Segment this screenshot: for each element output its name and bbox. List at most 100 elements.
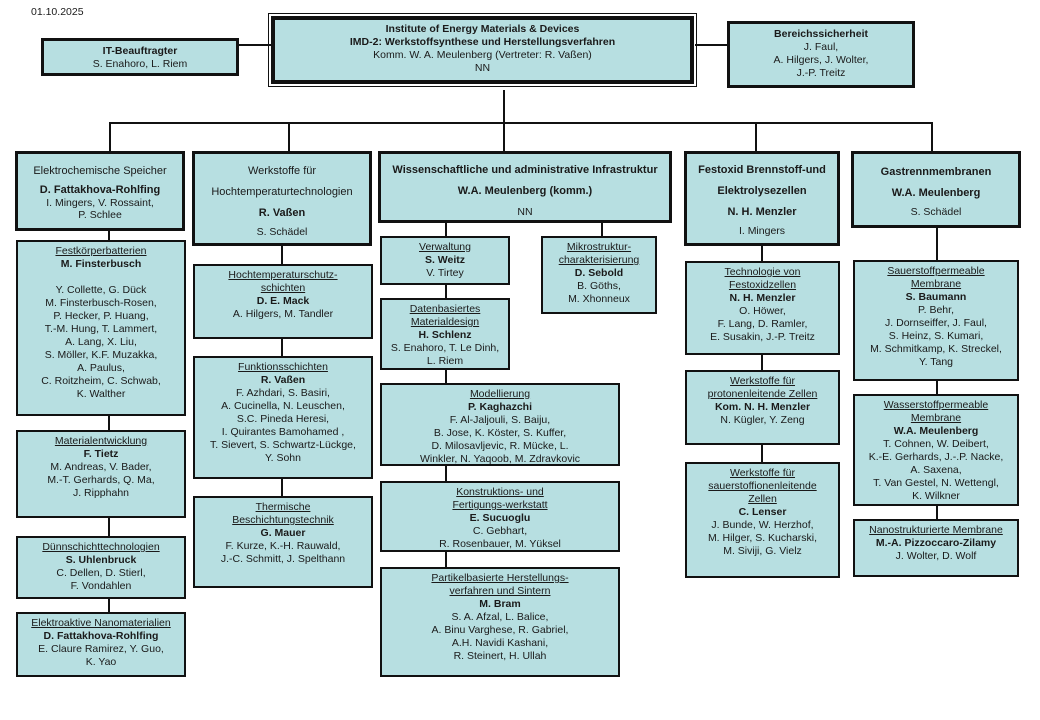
safety-person: J. Faul, xyxy=(803,41,839,53)
connector-it xyxy=(237,44,273,46)
group-member: Winkler, N. Yaqoob, M. Zdravkovic xyxy=(419,453,581,465)
group-member: M. Andreas, V. Bader, xyxy=(50,461,152,473)
department-title: Elektrochemische Speicher xyxy=(33,165,167,177)
connector-col2 xyxy=(281,338,283,358)
group-title: charakterisierung xyxy=(558,254,640,266)
group-lead: M.-A. Pizzoccaro-Zilamy xyxy=(875,537,997,549)
group-title: Konstruktions- und xyxy=(456,486,544,498)
connector-col5 xyxy=(936,505,938,521)
it-people: S. Enahoro, L. Riem xyxy=(92,58,188,70)
department-lead: W.A. Meulenberg xyxy=(891,187,981,199)
group-title: Fertigungs-werkstatt xyxy=(452,499,548,511)
group-member: R. Steinert, H. Ullah xyxy=(453,650,547,662)
connector-col5 xyxy=(936,380,938,396)
department-title: Festoxid Brennstoff-und xyxy=(698,164,826,176)
connector-col3 xyxy=(445,369,447,385)
group-lead: W.A. Meulenberg xyxy=(893,425,979,437)
department-title: Hochtemperaturtechnologien xyxy=(211,186,353,198)
group-member: T. Cohnen, W. Deibert, xyxy=(883,438,989,450)
safety-title: Bereichssicherheit xyxy=(774,28,868,40)
group-title: Beschichtungstechnik xyxy=(232,514,334,526)
group-title: Materialdesign xyxy=(410,316,480,328)
group-member: K. Walther xyxy=(76,388,126,400)
group-title: Dünnschichttechnologien xyxy=(42,541,160,553)
connector-col3b xyxy=(601,222,603,238)
group-member: I. Quirantes Bamohamed , xyxy=(221,426,345,438)
group-member: K. Wilkner xyxy=(912,490,960,502)
connector-col4 xyxy=(761,444,763,464)
group-member: C. Gebhart, xyxy=(472,525,528,537)
group-member: K. Yao xyxy=(85,656,117,668)
department-lead: W.A. Meulenberg (komm.) xyxy=(457,185,593,197)
group-member: A. Saxena, xyxy=(910,464,962,476)
group-title: Materialentwicklung xyxy=(54,435,148,447)
group-title: Datenbasiertes xyxy=(409,303,481,315)
connector-dept-0 xyxy=(109,122,111,152)
group-member: J. Wolter, D. Wolf xyxy=(895,550,977,562)
group-lead: S. Baumann xyxy=(905,291,967,303)
department-staff: S. Schädel xyxy=(256,226,308,238)
group-member: S. Möller, K.F. Muzakka, xyxy=(44,349,158,361)
safety-person: A. Hilgers, J. Wolter, xyxy=(773,54,869,66)
department-box: Festoxid Brennstoff-und Elektrolysezelle… xyxy=(684,151,840,246)
department-staff: I. Mingers xyxy=(738,225,786,237)
department-title: Gastrennmembranen xyxy=(880,166,992,178)
it-officer-box: IT-Beauftragter S. Enahoro, L. Riem xyxy=(41,38,239,76)
group-title: schichten xyxy=(260,282,306,294)
group-lead: R. Vaßen xyxy=(260,374,306,386)
connector-col3 xyxy=(445,465,447,483)
group-title: Festoxidzellen xyxy=(728,279,797,291)
group-title: verfahren und Sintern xyxy=(449,585,551,597)
department-title: Wissenschaftliche und administrative Inf… xyxy=(392,164,658,176)
group-member: A.H. Navidi Kashani, xyxy=(451,637,549,649)
it-title: IT-Beauftragter xyxy=(102,45,178,57)
connector-col1 xyxy=(108,230,110,244)
group-member: N. Kügler, Y. Zeng xyxy=(720,414,805,426)
group-lead: S. Uhlenbruck xyxy=(65,554,137,566)
institute-director: Komm. W. A. Meulenberg (Vertreter: R. Va… xyxy=(373,49,592,61)
group-member: T. Sievert, S. Schwartz-Lückge, xyxy=(210,439,356,451)
connector-dept-4 xyxy=(931,122,933,152)
group-title: Zellen xyxy=(748,493,777,505)
connector-bus xyxy=(109,122,932,124)
group-title: Membrane xyxy=(910,278,962,290)
group-member: C. Dellen, D. Stierl, xyxy=(56,567,146,579)
group-title: Membrane xyxy=(910,412,962,424)
group-member: F. Al-Jaljouli, S. Baiju, xyxy=(449,414,551,426)
institute-head-box: Institute of Energy Materials & Devices … xyxy=(268,13,697,87)
group-member: M. Xhonneux xyxy=(568,293,630,305)
date-label: 01.10.2025 xyxy=(31,6,84,18)
department-lead: D. Fattakhova-Rohlfing xyxy=(39,184,161,196)
department-lead: R. Vaßen xyxy=(258,207,306,219)
group-member: C. Roitzheim, C. Schwab, xyxy=(41,375,161,387)
group-member: A. Paulus, xyxy=(77,362,125,374)
group-member: S. Heinz, S. Kumari, xyxy=(888,330,984,342)
group-member: F. Lang, D. Ramler, xyxy=(717,318,808,330)
department-staff: S. Schädel xyxy=(910,206,962,218)
connector-institute-down xyxy=(503,90,505,123)
group-title: Verwaltung xyxy=(419,241,471,253)
department-box: Werkstoffe für Hochtemperaturtechnologie… xyxy=(192,151,372,246)
department-title: Werkstoffe für xyxy=(247,165,317,177)
group-member: F. Vondahlen xyxy=(70,580,132,592)
group-member xyxy=(18,271,184,284)
group-member: K.-E. Gerhards, J.-.P. Nacke, xyxy=(868,451,1004,463)
group-lead: S. Weitz xyxy=(424,254,466,266)
group-member: M. Finsterbusch-Rosen, xyxy=(45,297,157,309)
group-member: P. Behr, xyxy=(917,304,954,316)
group-member: M. Schmitkamp, K. Streckel, xyxy=(870,343,1002,355)
group-member: E. Susakin, J.-P. Treitz xyxy=(710,331,815,343)
department-staff: P. Schlee xyxy=(78,209,122,221)
group-lead: E. Sucuoglu xyxy=(469,512,531,524)
department-box: Gastrennmembranen W.A. Meulenberg S. Sch… xyxy=(851,151,1021,228)
connector-col1 xyxy=(108,598,110,614)
group-member: S. Enahoro, T. Le Dinh, xyxy=(390,342,500,354)
